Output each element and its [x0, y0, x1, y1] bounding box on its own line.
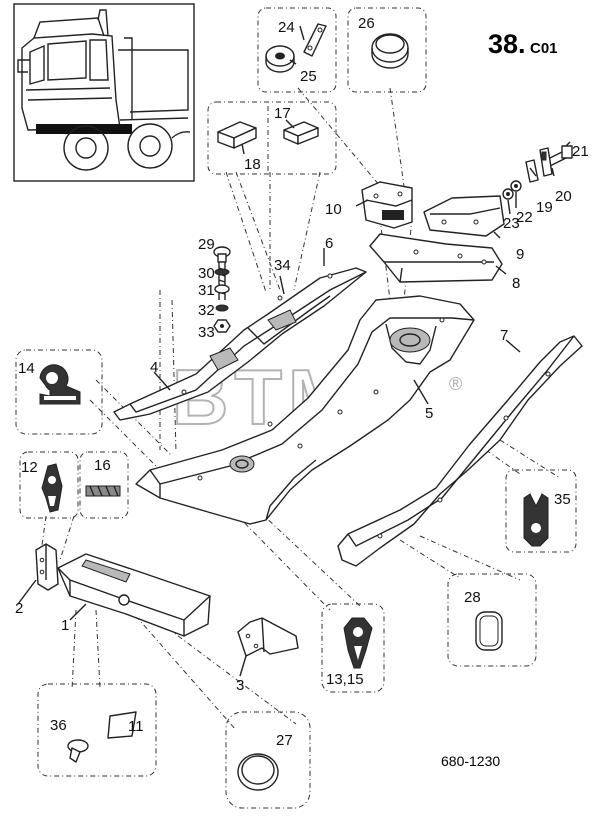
callout-18: 18	[244, 156, 261, 173]
seal-profile-12	[41, 463, 63, 513]
callout-24: 24	[278, 19, 295, 36]
plate-11	[107, 711, 137, 739]
callout-19: 19	[536, 199, 553, 216]
callout-5: 5	[425, 405, 433, 422]
callout-14: 14	[18, 360, 35, 377]
part-washer-25	[265, 45, 295, 73]
truck-inset	[13, 3, 195, 182]
callout-8: 8	[512, 275, 520, 292]
rivet-36	[67, 739, 89, 763]
callout-12: 12	[21, 459, 38, 476]
seal-profile-13-15	[343, 617, 373, 669]
cap-27	[237, 753, 279, 791]
part-side-rail-7	[337, 335, 583, 567]
callout-36: 36	[50, 717, 67, 734]
page-suffix: C01	[530, 40, 558, 57]
leader-lines	[39, 87, 561, 731]
callout-21: 21	[572, 143, 589, 160]
part-bracket-2	[35, 543, 59, 591]
callout-22: 22	[516, 209, 533, 226]
callout-4: 4	[150, 359, 158, 376]
strip-16	[85, 485, 121, 497]
part-pad-17	[283, 121, 319, 145]
callout-33: 33	[198, 324, 215, 341]
callout-23: 23	[503, 215, 520, 232]
callout-28: 28	[464, 589, 481, 606]
part-crossmember-1	[57, 553, 211, 637]
fastener-group-29-33	[213, 246, 231, 333]
watermark-registered: ®	[449, 374, 462, 394]
page-number: 38.	[488, 29, 526, 59]
callout-34: 34	[274, 257, 291, 274]
callout-26: 26	[358, 15, 375, 32]
part-channel-6-4	[113, 267, 367, 421]
part-bracket-9	[423, 195, 505, 237]
part-bracket-3	[237, 617, 299, 657]
part-bracket-8	[369, 233, 503, 283]
callout-9: 9	[516, 246, 524, 263]
callout-20: 20	[555, 188, 572, 205]
callout-16: 16	[94, 457, 111, 474]
callout-30: 30	[198, 265, 215, 282]
callout-labels: 1 2 3 4 5 6 7 8 9 10 11 12 13,15 14 16 1…	[15, 15, 589, 749]
callout-11: 11	[128, 718, 144, 735]
callout-3: 3	[236, 677, 244, 694]
seal-profile-35	[523, 493, 549, 547]
callout-13-15: 13,15	[326, 671, 364, 688]
part-bracket-24	[303, 23, 327, 57]
part-plug-26	[371, 33, 409, 69]
drawing-code: 680-1230	[441, 753, 500, 769]
part-floor-panel-5	[135, 295, 475, 525]
seal-profile-14	[39, 364, 81, 405]
callout-32: 32	[198, 302, 215, 319]
callout-1: 1	[61, 617, 69, 634]
callout-35: 35	[554, 491, 571, 508]
callout-17: 17	[274, 105, 291, 122]
part-bracket-10	[361, 181, 413, 229]
callout-10: 10	[325, 201, 342, 218]
part-pad-18	[217, 121, 257, 149]
callout-31: 31	[198, 282, 215, 299]
callout-6: 6	[325, 235, 333, 252]
callout-27: 27	[276, 732, 293, 749]
callout-2: 2	[15, 600, 23, 617]
callout-25: 25	[300, 68, 317, 85]
callout-29: 29	[198, 236, 215, 253]
label-leaders	[17, 25, 571, 677]
callout-7: 7	[500, 327, 508, 344]
grommet-28	[475, 611, 503, 651]
